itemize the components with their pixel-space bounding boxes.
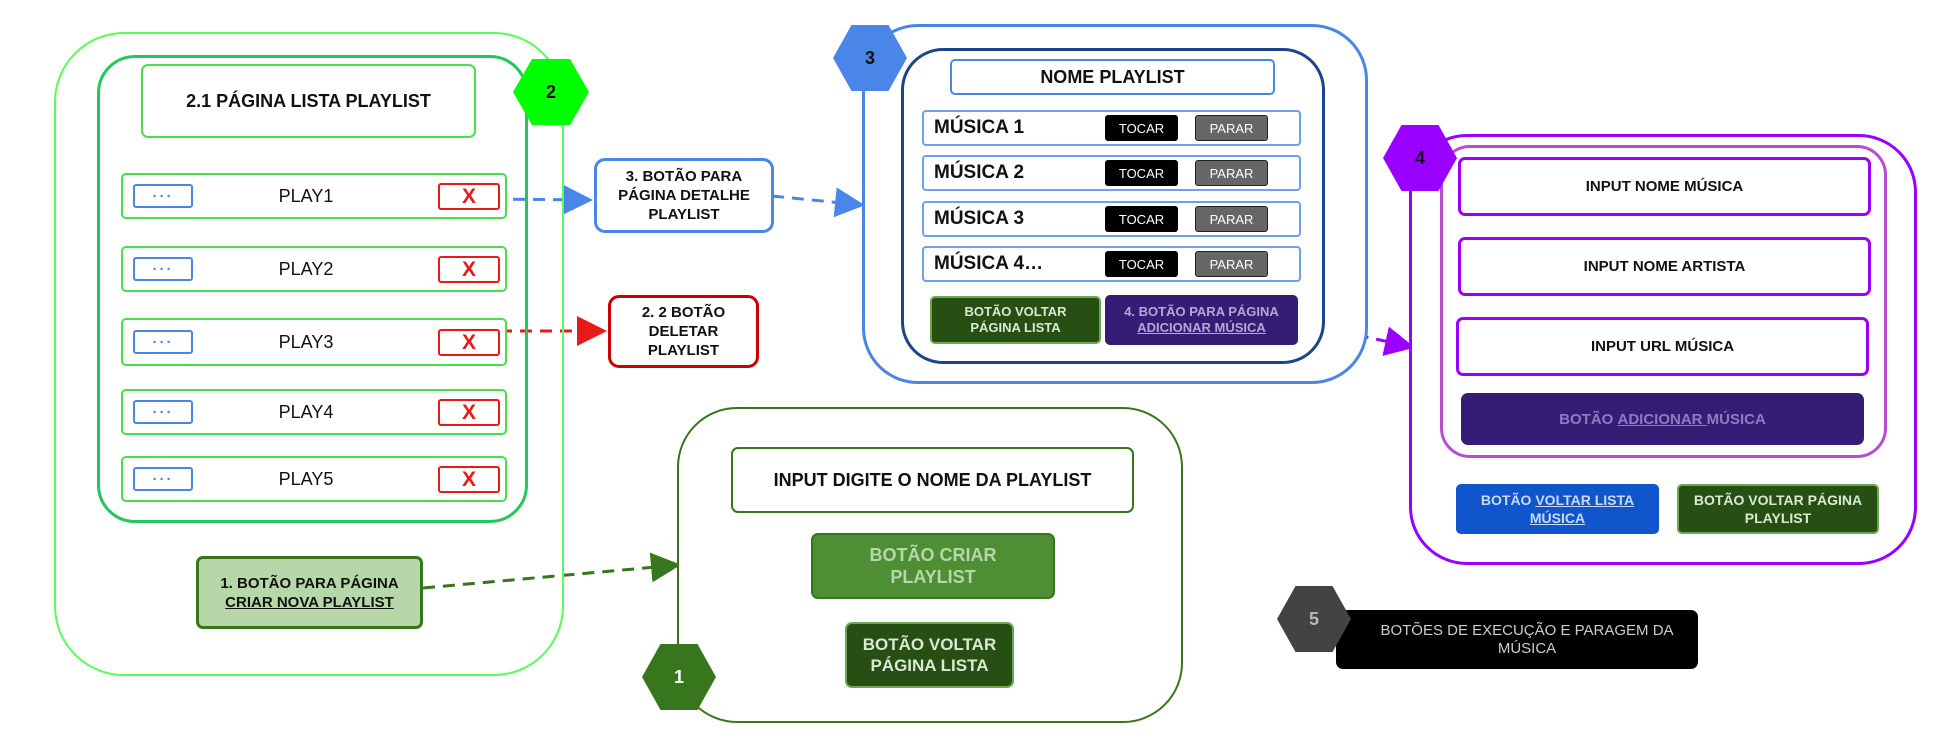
stop-button[interactable]: PARAR xyxy=(1195,206,1268,232)
playlist-delete-button[interactable]: X xyxy=(438,466,500,493)
back-to-song-list-button[interactable]: BOTÃO VOLTAR LISTA MÚSICA xyxy=(1456,484,1659,534)
playlist-row: ··· PLAY1 X xyxy=(121,173,507,219)
section2-title: 2.1 PÁGINA LISTA PLAYLIST xyxy=(141,64,476,138)
artist-name-input[interactable]: INPUT NOME ARTISTA xyxy=(1458,237,1871,296)
song-url-input[interactable]: INPUT URL MÚSICA xyxy=(1456,317,1869,376)
playlist-delete-button[interactable]: X xyxy=(438,256,500,283)
song-row: MÚSICA 4… TOCAR PARAR xyxy=(922,246,1301,282)
add-song-button[interactable]: BOTÃO ADICIONAR MÚSICA xyxy=(1461,393,1864,445)
playlist-detail-title: NOME PLAYLIST xyxy=(950,59,1275,95)
song-title: MÚSICA 4… xyxy=(934,253,1044,274)
song-name-input[interactable]: INPUT NOME MÚSICA xyxy=(1458,157,1871,216)
playlist-detail-button[interactable]: ··· xyxy=(133,184,193,208)
back-to-playlist-page-button[interactable]: BOTÃO VOLTAR PÁGINA PLAYLIST xyxy=(1677,484,1879,534)
section3-back-button[interactable]: BOTÃO VOLTAR PÁGINA LISTA xyxy=(930,296,1101,344)
section2-inner-frame xyxy=(97,55,528,523)
play-button[interactable]: TOCAR xyxy=(1105,115,1178,141)
add-song-page-button[interactable]: 4. BOTÃO PARA PÁGINA ADICIONAR MÚSICA xyxy=(1105,295,1298,345)
playlist-row: ··· PLAY5 X xyxy=(121,456,507,502)
arrow-to-section1 xyxy=(422,552,681,590)
stop-button[interactable]: PARAR xyxy=(1195,115,1268,141)
add-song-button-suffix: MÚSICA xyxy=(1706,410,1766,428)
add-song-page-button-line1: 4. BOTÃO PARA PÁGINA xyxy=(1124,304,1279,319)
playlist-delete-button[interactable]: X xyxy=(438,329,500,356)
playlist-row: ··· PLAY3 X xyxy=(121,318,507,366)
play-button[interactable]: TOCAR xyxy=(1105,251,1178,277)
song-row: MÚSICA 2 TOCAR PARAR xyxy=(922,155,1301,191)
song-title: MÚSICA 3 xyxy=(934,208,1025,229)
create-playlist-button[interactable]: BOTÃO CRIAR PLAYLIST xyxy=(811,533,1055,599)
playlist-delete-button[interactable]: X xyxy=(438,183,500,210)
play-button[interactable]: TOCAR xyxy=(1105,160,1178,186)
create-playlist-page-button[interactable]: 1. BOTÃO PARA PÁGINA CRIAR NOVA PLAYLIST xyxy=(196,556,423,629)
playlist-detail-button[interactable]: ··· xyxy=(133,467,193,491)
playlist-row: ··· PLAY4 X xyxy=(121,389,507,435)
playlist-name: PLAY2 xyxy=(278,258,334,279)
playlist-name: PLAY5 xyxy=(278,468,334,489)
playlist-name: PLAY4 xyxy=(278,401,334,422)
section1-back-button[interactable]: BOTÃO VOLTAR PÁGINA LISTA xyxy=(845,622,1014,688)
playlist-row: ··· PLAY2 X xyxy=(121,246,507,292)
song-row: MÚSICA 1 TOCAR PARAR xyxy=(922,110,1301,146)
section2-outer-frame xyxy=(54,32,564,676)
play-button[interactable]: TOCAR xyxy=(1105,206,1178,232)
song-title: MÚSICA 1 xyxy=(934,117,1025,138)
playlist-detail-button[interactable]: ··· xyxy=(133,257,193,281)
create-playlist-page-button-line1: 1. BOTÃO PARA PÁGINA xyxy=(220,574,399,592)
back-to-song-list-underlined: VOLTAR LISTA MÚSICA xyxy=(1529,492,1635,526)
arrow-to-section3 xyxy=(771,187,865,218)
section2-badge: 2 xyxy=(513,59,589,125)
section4-badge: 4 xyxy=(1383,125,1457,191)
delete-button-annotation: 2. 2 BOTÃO DELETAR PLAYLIST xyxy=(608,295,759,368)
detail-button-annotation: 3. BOTÃO PARA PÁGINA DETALHE PLAYLIST xyxy=(594,158,774,233)
playlist-name: PLAY1 xyxy=(278,185,334,206)
stop-button[interactable]: PARAR xyxy=(1195,160,1268,186)
song-title: MÚSICA 2 xyxy=(934,162,1025,183)
section5-badge: 5 xyxy=(1277,586,1351,652)
playlist-name: PLAY3 xyxy=(278,331,334,352)
stop-button[interactable]: PARAR xyxy=(1195,251,1268,277)
add-song-button-underlined: ADICIONAR xyxy=(1617,410,1707,428)
playlist-name-input[interactable]: INPUT DIGITE O NOME DA PLAYLIST xyxy=(731,447,1134,513)
playlist-detail-button[interactable]: ··· xyxy=(133,330,193,354)
add-song-page-button-line2: ADICIONAR MÚSICA xyxy=(1137,320,1266,335)
playlist-detail-button[interactable]: ··· xyxy=(133,400,193,424)
playback-buttons-legend: BOTÕES DE EXECUÇÃO E PARAGEM DA MÚSICA xyxy=(1336,610,1698,669)
song-row: MÚSICA 3 TOCAR PARAR xyxy=(922,201,1301,237)
add-song-button-prefix: BOTÃO xyxy=(1559,410,1618,428)
back-to-song-list-prefix: BOTÃO xyxy=(1480,492,1536,508)
playlist-delete-button[interactable]: X xyxy=(438,399,500,426)
create-playlist-page-button-line2: CRIAR NOVA PLAYLIST xyxy=(225,593,394,611)
